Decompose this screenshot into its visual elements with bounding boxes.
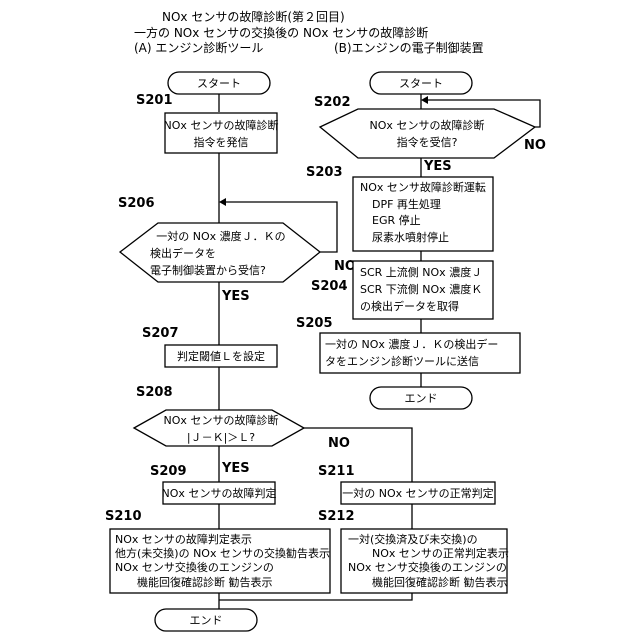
- process-s210-line: NOx センサの故障判定表示: [115, 532, 252, 546]
- process-s211-line: 一対の NOx センサの正常判定: [342, 486, 493, 500]
- step-label-s211: S211: [318, 464, 355, 479]
- decision-s206-line: 検出データを: [150, 246, 216, 260]
- process-s204-line: SCR 下流側 NOx 濃度Ｋ: [360, 282, 482, 296]
- step-label-s204: S204: [311, 279, 348, 294]
- branch-s208-no: NO: [328, 436, 350, 451]
- step-label-s212: S212: [318, 509, 355, 524]
- process-s203-line: 尿素水噴射停止: [372, 230, 449, 244]
- process-s212-line: NOx センサの正常判定表示: [372, 546, 509, 560]
- process-s212-line: NOx センサ交換後のエンジンの: [348, 560, 507, 574]
- process-s205-line: タをエンジン診断ツールに送信: [325, 354, 479, 368]
- decision-s208-line: NOx センサの故障診断: [164, 413, 279, 427]
- process-s204-line: の検出データを取得: [360, 299, 459, 313]
- step-label-s202: S202: [314, 95, 351, 110]
- process-s203-line: DPF 再生処理: [372, 197, 441, 211]
- branch-s208-yes: YES: [221, 461, 250, 476]
- arrowhead: [421, 96, 428, 104]
- step-label-s210: S210: [105, 509, 142, 524]
- arrowhead: [219, 198, 226, 206]
- process-s201-line: 指令を発信: [194, 135, 249, 149]
- process-s203-line: NOx センサ故障診断運転: [360, 180, 486, 194]
- connector-merge: [219, 593, 412, 600]
- decision-s206-line: 一対の NOx 濃度Ｊ．Ｋの: [156, 229, 285, 243]
- terminal-end-a-label: エンド: [190, 614, 223, 627]
- decision-s202-line: NOx センサの故障診断: [370, 118, 485, 132]
- header-subtitle: 一方の NOx センサの交換後の NOx センサの故障診断: [134, 25, 428, 40]
- process-s203-line: EGR 停止: [372, 213, 421, 227]
- step-label-s206: S206: [118, 196, 155, 211]
- terminal-start-a-label: スタート: [197, 77, 241, 90]
- step-label-s205: S205: [296, 316, 333, 331]
- process-s212-line: 一対(交換済及び未交換)の: [348, 532, 478, 546]
- process-s210-line: NOx センサ交換後のエンジンの: [115, 560, 274, 574]
- step-label-s201: S201: [136, 93, 173, 108]
- process-s210-line: 他方(未交換)の NOx センサの交換勧告表示: [115, 546, 330, 560]
- process-s205-line: 一対の NOx 濃度Ｊ．Ｋの検出デー: [325, 337, 498, 351]
- process-s204-line: SCR 上流側 NOx 濃度Ｊ: [360, 265, 482, 279]
- decision-s206-line: 電子制御装置から受信?: [150, 263, 266, 277]
- step-label-s203: S203: [306, 165, 343, 180]
- process-s207-line: 判定閾値Ｌを設定: [177, 349, 265, 363]
- process-s210-line: 機能回復確認診断 勧告表示: [137, 575, 273, 589]
- header-column-a: (A) エンジン診断ツール: [134, 40, 263, 55]
- process-s212-line: 機能回復確認診断 勧告表示: [372, 575, 508, 589]
- branch-s206-yes: YES: [221, 289, 250, 304]
- step-label-s209: S209: [150, 464, 187, 479]
- step-label-s208: S208: [136, 385, 173, 400]
- decision-s208-line: |Ｊ－Ｋ|＞Ｌ?: [187, 431, 255, 444]
- terminal-end-b-label: エンド: [405, 392, 438, 405]
- decision-s202-line: 指令を受信?: [397, 135, 458, 149]
- branch-s202-no: NO: [524, 138, 546, 153]
- header-title: NOx センサの故障診断(第２回目): [162, 9, 345, 24]
- branch-s202-yes: YES: [423, 159, 452, 174]
- process-s201-line: NOx センサの故障診断: [164, 118, 279, 132]
- terminal-start-b-label: スタート: [399, 77, 443, 90]
- header-column-b: (B)エンジンの電子制御装置: [334, 40, 484, 55]
- decision-s202: [320, 109, 535, 158]
- process-s209-line: NOx センサの故障判定: [162, 486, 277, 500]
- step-label-s207: S207: [142, 326, 179, 341]
